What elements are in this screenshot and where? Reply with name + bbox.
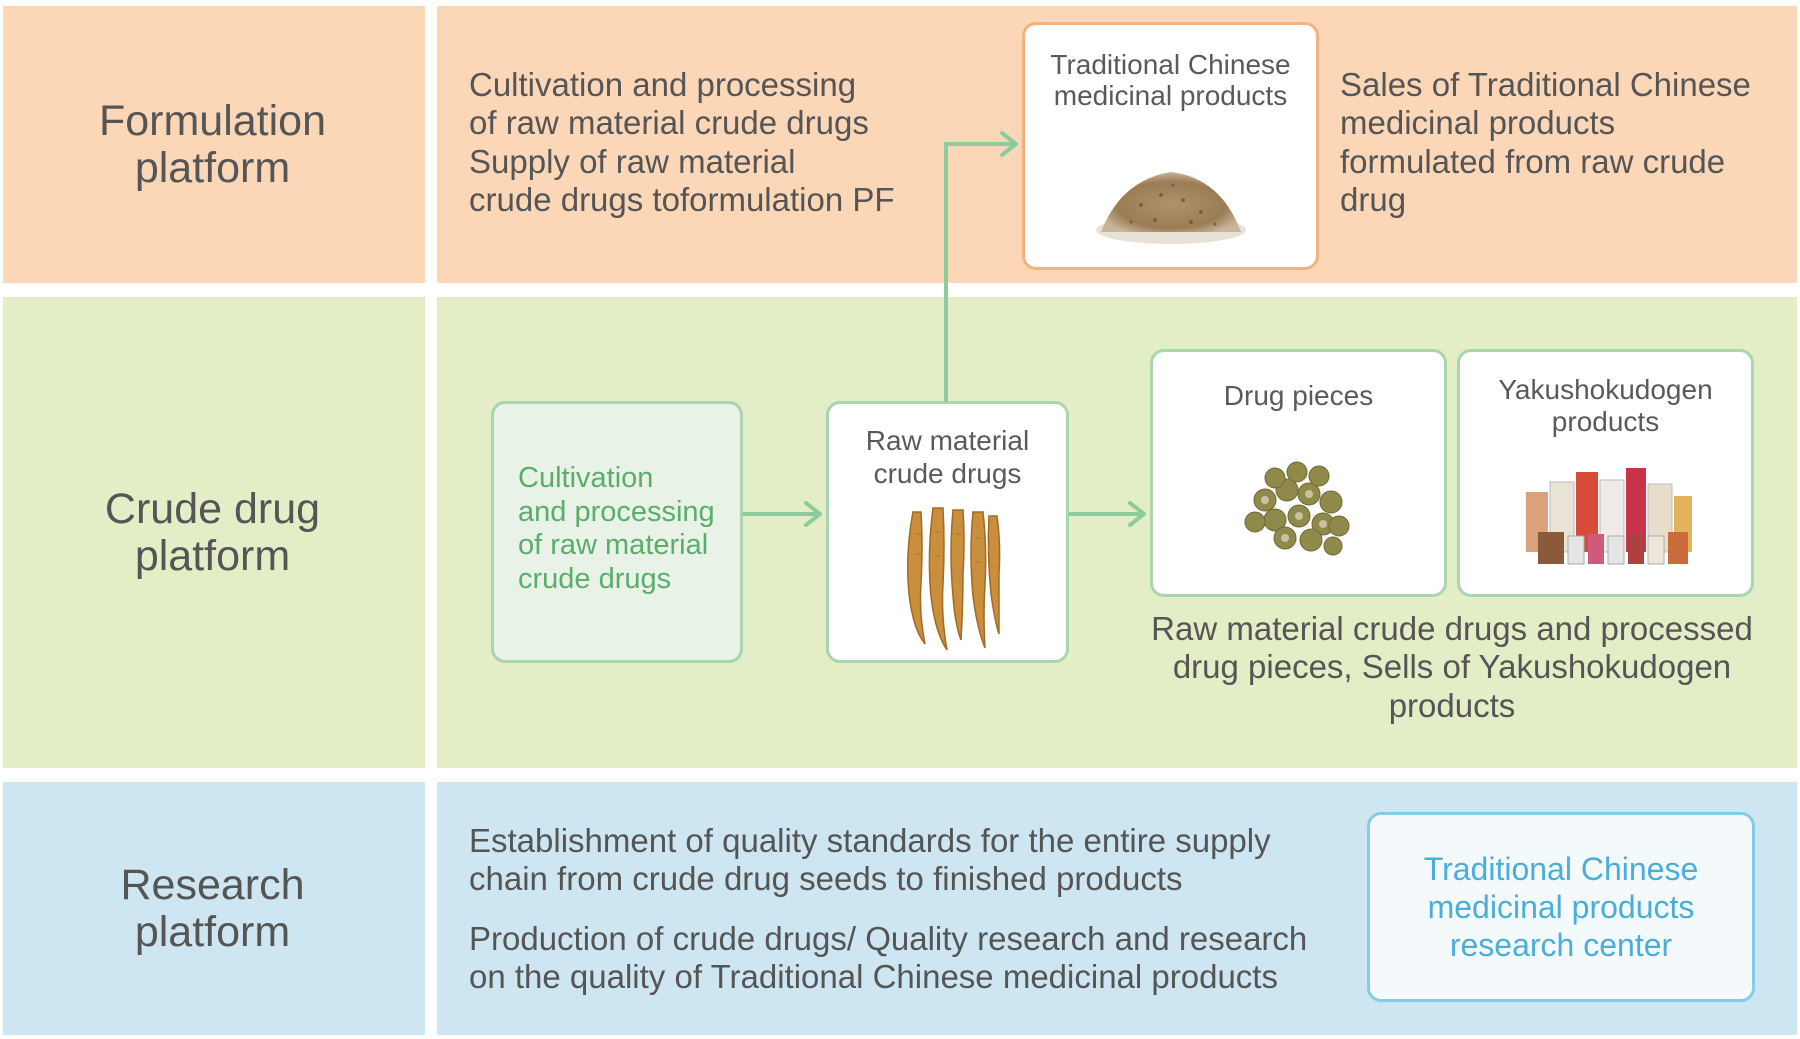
formulation-left-text: Cultivation and processing of raw materi… [469, 66, 895, 218]
yakushokudogen-title: Yakushokudogen products [1498, 374, 1713, 438]
research-label-band [3, 782, 425, 1035]
research-text-1: Establishment of quality standards for t… [469, 822, 1271, 898]
tcm-products-box: Traditional Chinese medicinal products [1022, 22, 1319, 270]
raw-material-box: Raw material crude drugs [826, 401, 1069, 663]
research-text-2: Production of crude drugs/ Quality resea… [469, 920, 1308, 996]
drug-pieces-title: Drug pieces [1223, 380, 1374, 411]
drug-pieces-box: Drug pieces [1150, 349, 1447, 597]
research-center-text: Traditional Chinese medicinal products r… [1423, 851, 1699, 963]
research-center-box: Traditional Chinese medicinal products r… [1367, 812, 1755, 1002]
ginseng-roots-image [906, 507, 1001, 651]
product-packages-image [1526, 468, 1692, 565]
cultivation-processing-text: Cultivation and processing of raw materi… [518, 462, 715, 595]
powder-pile-image [1096, 172, 1246, 244]
sliced-pieces-image [1244, 461, 1350, 556]
formulation-label-band [3, 6, 425, 283]
yakushokudogen-box: Yakushokudogen products [1457, 349, 1754, 597]
tcm-products-title: Traditional Chinese medicinal products [1050, 49, 1291, 112]
arrow-raw-to-tcm-products [944, 142, 1016, 402]
formulation-right-text: Sales of Traditional Chinese medicinal p… [1340, 66, 1751, 218]
cultivation-processing-box: Cultivation and processing of raw materi… [491, 401, 743, 663]
crude-label-band [3, 297, 425, 768]
raw-material-title: Raw material crude drugs [865, 425, 1030, 490]
crude-caption: Raw material crude drugs and processed d… [1151, 610, 1753, 724]
